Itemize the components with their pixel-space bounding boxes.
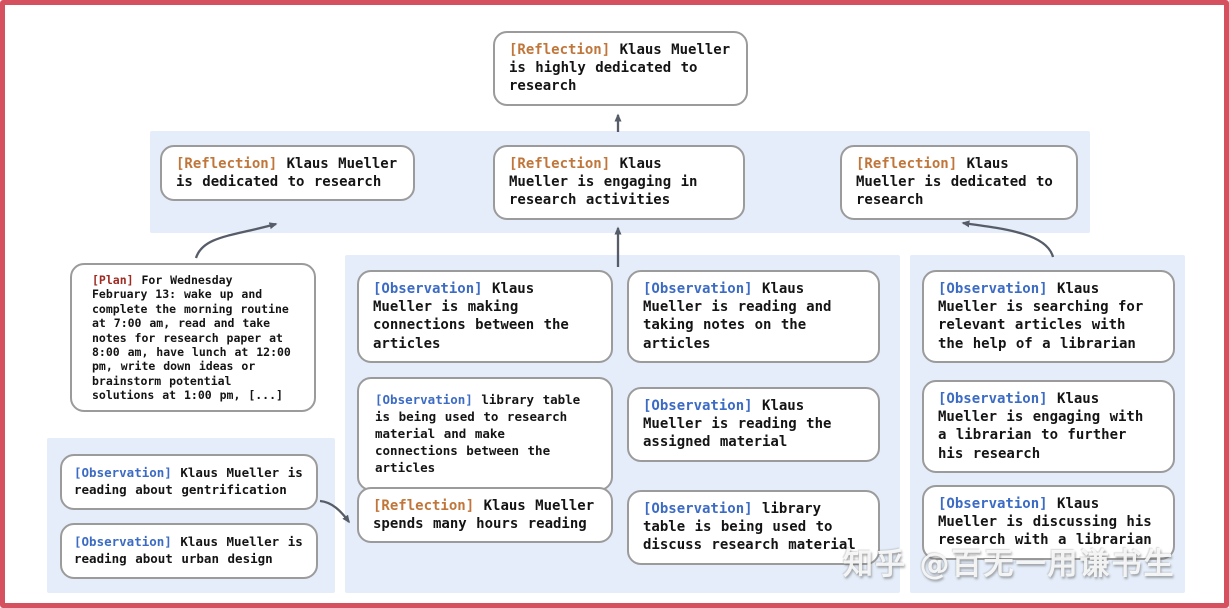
node-observation-discussing-research: [Observation] Klaus Mueller is discussin… <box>922 485 1175 560</box>
node-observation-searching-articles: [Observation] Klaus Mueller is searching… <box>922 270 1175 363</box>
node-text: Klaus Mueller is searching for relevant … <box>938 281 1144 352</box>
node-text: Klaus Mueller is making connections betw… <box>373 281 569 352</box>
observation-tag: [Observation] <box>643 281 753 297</box>
observation-tag: [Observation] <box>74 465 172 480</box>
plan-tag: [Plan] <box>92 273 134 287</box>
node-text: Klaus Mueller is discussing his research… <box>938 496 1152 549</box>
reflection-tag: [Reflection] <box>176 156 278 172</box>
node-text: Klaus Mueller is reading the assigned ma… <box>643 398 832 451</box>
reflection-tag: [Reflection] <box>856 156 958 172</box>
node-text: Klaus Mueller is reading about urban des… <box>74 534 303 566</box>
reflection-tag: [Reflection] <box>509 156 611 172</box>
node-reflection-row2-left: [Reflection] Klaus Mueller is dedicated … <box>160 145 415 202</box>
observation-tag: [Observation] <box>643 398 753 414</box>
node-text: Klaus Mueller is dedicated to research <box>856 156 1053 209</box>
node-text: Klaus Mueller spends many hours reading <box>373 498 595 533</box>
node-plan: [Plan] For Wednesday February 13: wake u… <box>70 263 316 413</box>
reflection-tag: [Reflection] <box>373 498 475 514</box>
reflection-tag: [Reflection] <box>509 42 611 58</box>
node-text: Klaus Mueller is engaging with a librari… <box>938 391 1144 462</box>
node-text: Klaus Mueller is dedicated to research <box>176 156 398 191</box>
node-reflection-top: [Reflection] Klaus Mueller is highly ded… <box>493 31 748 106</box>
node-observation-library-table-research: [Observation] library table is being use… <box>357 377 613 492</box>
node-reflection-spends-hours-reading: [Reflection] Klaus Mueller spends many h… <box>357 487 613 544</box>
observation-tag: [Observation] <box>74 534 172 549</box>
node-reflection-row2-right: [Reflection] Klaus Mueller is dedicated … <box>840 145 1078 220</box>
node-observation-assigned-material: [Observation] Klaus Mueller is reading t… <box>627 387 880 462</box>
node-text: Klaus Mueller is engaging in research ac… <box>509 156 698 209</box>
node-observation-library-table-discuss: [Observation] library table is being use… <box>627 490 880 565</box>
node-text: Klaus Mueller is reading about gentrific… <box>74 465 303 497</box>
node-text: library table is being used to research … <box>375 392 581 475</box>
node-observation-engaging-librarian: [Observation] Klaus Mueller is engaging … <box>922 380 1175 473</box>
observation-tag: [Observation] <box>373 281 483 297</box>
watermark: 知乎 @百无一用谦书生 <box>843 547 1176 582</box>
node-observation-urban-design: [Observation] Klaus Mueller is reading a… <box>60 523 318 579</box>
observation-tag: [Observation] <box>938 391 1048 407</box>
node-text: For Wednesday February 13: wake up and c… <box>92 273 291 402</box>
node-text: library table is being used to discuss r… <box>643 501 856 554</box>
observation-tag: [Observation] <box>643 501 753 517</box>
observation-tag: [Observation] <box>375 392 473 407</box>
node-text: Klaus Mueller is reading and taking note… <box>643 281 832 352</box>
node-observation-gentrification: [Observation] Klaus Mueller is reading a… <box>60 454 318 510</box>
observation-tag: [Observation] <box>938 496 1048 512</box>
observation-tag: [Observation] <box>938 281 1048 297</box>
node-observation-taking-notes: [Observation] Klaus Mueller is reading a… <box>627 270 880 363</box>
node-reflection-row2-middle: [Reflection] Klaus Mueller is engaging i… <box>493 145 745 220</box>
node-observation-making-connections: [Observation] Klaus Mueller is making co… <box>357 270 613 363</box>
node-text: Klaus Mueller is highly dedicated to res… <box>509 42 731 95</box>
